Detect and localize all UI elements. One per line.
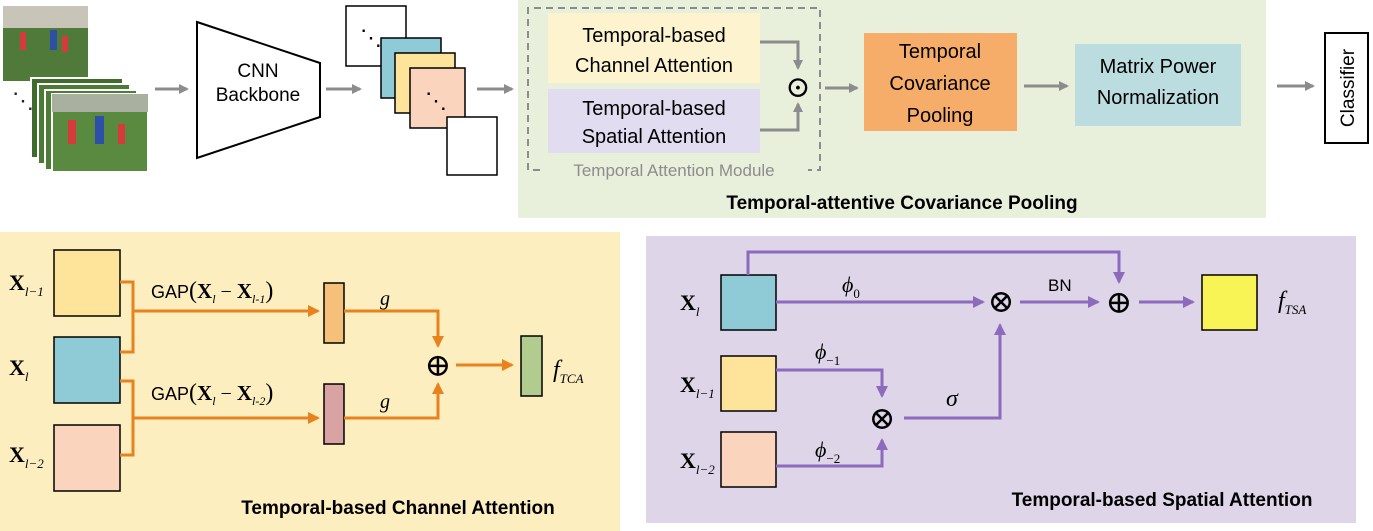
channel-g-label-2: g xyxy=(380,391,390,413)
tcp-section-title: Temporal-attentive Covariance Pooling xyxy=(726,193,1077,214)
tsa-block-label-1: Temporal-based xyxy=(582,98,725,120)
spatial-bn-label: BN xyxy=(1048,276,1072,295)
channel-g-label-1: g xyxy=(380,288,390,310)
channel-arrow-g1-to-sum xyxy=(344,309,444,348)
spatial-arrow-phi2 xyxy=(776,438,888,468)
hadamard-product-symbol: ⊙ xyxy=(785,71,810,104)
arrow-tca-to-hadamard xyxy=(760,40,803,70)
video-frame-front xyxy=(51,93,149,173)
classifier-label: Classifier xyxy=(1338,48,1359,127)
spatial-phi0-label: ϕ0 xyxy=(842,272,860,301)
feature-dots-top: ⋱ xyxy=(360,25,382,50)
matrix-power-normalization-block: Matrix Power Normalization xyxy=(1075,44,1241,126)
spatial-feature-x-l xyxy=(720,274,777,331)
temporal-attention-module-border xyxy=(527,7,821,171)
channel-feature-x-l1 xyxy=(53,249,121,317)
spatial-skip-connection xyxy=(746,250,1125,284)
channel-x-l1-label: Xl−1 xyxy=(9,270,44,299)
feature-map-stack: ⋱ ⋱ xyxy=(345,5,498,176)
spatial-x-l2-label: Xl−2 xyxy=(680,448,715,477)
tca-block: Temporal-based Channel Attention xyxy=(548,13,760,83)
channel-x-l2-label: Xl−2 xyxy=(9,442,44,471)
spatial-x-l1-label: Xl−1 xyxy=(680,372,715,401)
channel-x-l-label: Xl xyxy=(9,355,29,384)
feature-dots-bottom: ⋱ xyxy=(425,88,447,113)
temporal-attention-module-label: Temporal Attention Module xyxy=(573,161,774,180)
tsa-block-label-2: Spatial Attention xyxy=(582,126,727,148)
spatial-phi1-label: ϕ−1 xyxy=(815,339,840,368)
video-frame-back xyxy=(3,6,88,81)
channel-vector-gap2 xyxy=(323,383,345,445)
classifier-block: Classifier xyxy=(1324,32,1369,144)
channel-feature-x-l xyxy=(53,336,121,404)
channel-gap-label-2: GAP(Xl − Xl-2) xyxy=(151,380,273,408)
channel-sum-symbol: ⊕ xyxy=(425,347,452,383)
spatial-feature-x-l1 xyxy=(720,355,777,412)
channel-output-label: fTCA xyxy=(553,357,584,386)
cnn-backbone-label-2: Backbone xyxy=(216,85,301,106)
tca-block-label-2: Channel Attention xyxy=(575,55,733,77)
channel-feature-x-l2 xyxy=(53,424,121,492)
spatial-phi2-label: ϕ−2 xyxy=(815,437,840,466)
spatial-sigma-label: σ xyxy=(946,386,959,412)
spatial-arrow-sigma xyxy=(904,323,1006,420)
spatial-panel-title: Temporal-based Spatial Attention xyxy=(1012,490,1313,511)
spatial-output-feature xyxy=(1201,274,1258,331)
tcp-label-3: Pooling xyxy=(907,105,974,127)
temporal-covariance-pooling-block: Temporal Covariance Pooling xyxy=(864,33,1017,131)
cnn-backbone-label-1: CNN xyxy=(237,61,278,82)
feature-map-white-front xyxy=(446,116,498,176)
spatial-multiply-symbol-2: ⊗ xyxy=(988,283,1015,319)
channel-gap-label-1: GAP(Xl − Xl-1) xyxy=(151,278,273,306)
tcp-label-1: Temporal xyxy=(899,41,981,63)
channel-output-vector xyxy=(520,335,543,397)
spatial-feature-x-l2 xyxy=(720,431,777,488)
channel-panel-title: Temporal-based Channel Attention xyxy=(241,498,555,519)
spatial-arrow-phi1 xyxy=(776,368,888,398)
channel-vector-gap1 xyxy=(323,282,345,344)
spatial-multiply-symbol-1: ⊗ xyxy=(869,400,896,436)
cnn-backbone: CNN Backbone xyxy=(196,20,321,160)
frame-ellipsis: ⋱ xyxy=(12,88,34,113)
tca-block-label-1: Temporal-based xyxy=(582,25,725,47)
mpn-label-1: Matrix Power xyxy=(1100,56,1217,78)
spatial-output-label: fTSA xyxy=(1278,288,1306,317)
channel-arrow-g2-to-sum xyxy=(344,382,444,420)
tsa-block: Temporal-based Spatial Attention xyxy=(548,89,760,153)
channel-merge-bracket-2 xyxy=(120,379,280,457)
mpn-label-2: Normalization xyxy=(1097,87,1219,109)
tcp-label-2: Covariance xyxy=(889,73,990,95)
input-video-frames: ⋱ xyxy=(3,6,149,173)
spatial-x-l-label: Xl xyxy=(680,290,700,319)
spatial-sum-symbol: ⊕ xyxy=(1106,284,1133,320)
arrow-tsa-to-hadamard xyxy=(760,102,803,132)
